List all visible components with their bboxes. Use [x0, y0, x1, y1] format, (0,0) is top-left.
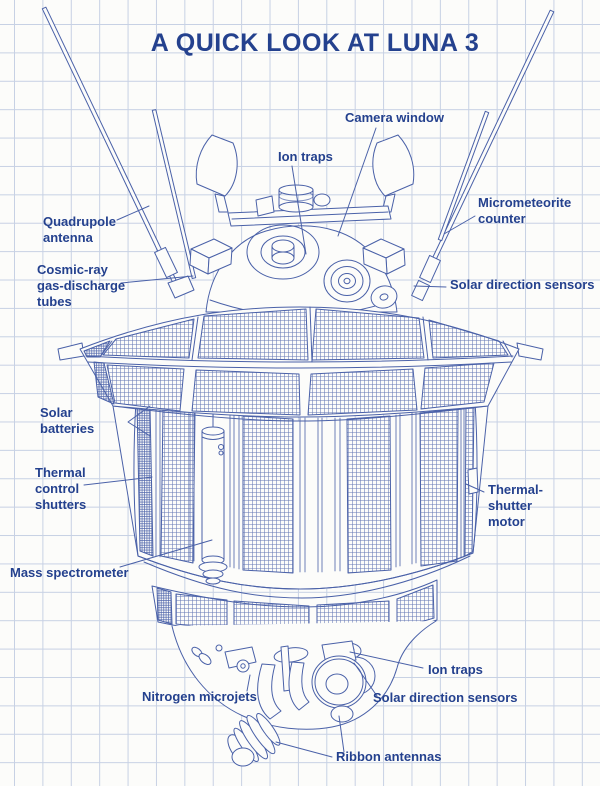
upper-solar-skirt [57, 306, 544, 418]
ribbon-antennas-part [227, 713, 281, 767]
top-deck [227, 184, 392, 227]
leader-micrometeorite [443, 215, 476, 235]
camera-window-port [323, 259, 371, 303]
micrometeorite-counter-box [362, 238, 406, 275]
leader-ion-traps-top [291, 165, 307, 255]
solar-battery-panels-upper [83, 308, 509, 416]
label-ion-traps-bottom: Ion traps [428, 662, 483, 677]
leader-thermal-motor [465, 483, 485, 493]
label-camera-window: Camera window [345, 110, 444, 125]
label-thermal-motor: Thermal- shutter motor [488, 482, 543, 529]
label-mass-spectrometer: Mass spectrometer [10, 565, 129, 580]
leader-ribbon-antennas [275, 741, 333, 758]
leader-camera-window [337, 127, 377, 237]
leader-ribbon-antennas-2 [338, 715, 345, 753]
leader-thermal-control [83, 476, 153, 486]
leader-solar-dir-bottom [353, 662, 378, 697]
leader-ion-traps-bottom [349, 651, 424, 669]
lower-hull-arc [143, 555, 471, 599]
leader-nitrogen-microjets [246, 674, 251, 692]
label-solar-dir-right: Solar direction sensors [450, 277, 595, 292]
page-title: A QUICK LOOK AT LUNA 3 [150, 29, 480, 57]
solar-direction-sensor-wheel [311, 640, 376, 723]
thermal-shutter-motor-part [467, 467, 479, 495]
bottom-dome [171, 620, 437, 767]
bent-pipes [257, 645, 310, 720]
thermal-shutters [155, 406, 465, 573]
label-cosmic-ray: Cosmic-ray gas-discharge tubes [37, 262, 126, 309]
label-solar-batteries: Solar batteries [40, 405, 95, 436]
rod-antennas [41, 6, 555, 295]
cosmic-ray-tube-box [189, 238, 233, 275]
label-nitrogen-microjets: Nitrogen microjets [142, 689, 257, 704]
label-solar-dir-bottom: Solar direction sensors [373, 690, 518, 705]
mass-spectrometer-part [198, 403, 228, 585]
label-micrometeorite: Micrometeorite counter [478, 195, 572, 226]
leader-solar-dir-right [413, 285, 447, 288]
label-ion-traps-top: Ion traps [278, 149, 333, 164]
leader-solar-batteries [127, 405, 151, 437]
label-quadrupole-antenna: Quadrupole antenna [43, 214, 116, 245]
paddle-antennas [195, 134, 415, 213]
mid-body [112, 400, 489, 590]
nitrogen-microjets-part [191, 644, 257, 673]
leader-quadrupole [116, 205, 150, 221]
leader-mass-spectrometer [119, 539, 213, 568]
leader-lines [83, 127, 485, 758]
label-thermal-control: Thermal control shutters [35, 465, 87, 512]
solar-battery-panels-mid [136, 402, 475, 574]
label-ribbon-antennas: Ribbon antennas [336, 749, 442, 764]
leader-cosmic-ray [120, 275, 194, 284]
instrument-dome [154, 224, 441, 317]
